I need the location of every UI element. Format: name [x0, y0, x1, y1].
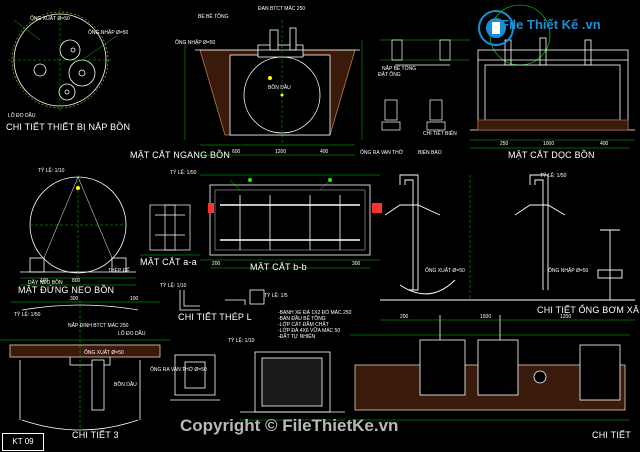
dimension-text: 300 — [70, 296, 79, 302]
note-label: LỖ ĐO DẦU — [8, 113, 36, 119]
dimension-lines — [10, 147, 635, 321]
note-label: DÂY NEO BỒN — [28, 280, 63, 286]
note-label: BIỂN BÁO — [418, 150, 442, 156]
scale-label: TỶ LỆ: 1/10 — [160, 283, 187, 289]
note-label: NẮP ĐINH BTCT MÁC 250 — [68, 323, 129, 329]
note-label: ĐAN BTCT MÁC 250 — [258, 6, 306, 12]
dimension-text: 100 — [40, 278, 49, 284]
dimension-text: 800 — [72, 278, 81, 284]
title-chi-tiet-bien: CHI TIẾT BIÊN — [423, 131, 457, 137]
note-label: BỂ BÊ TÔNG — [198, 14, 229, 20]
small-details-top — [380, 39, 470, 131]
dimension-text: 400 — [320, 149, 329, 155]
title-nap-bon: CHI TIẾT THIẾT BỊ NẮP BỒN — [6, 122, 131, 132]
note-label: BỒN DẦU — [268, 85, 291, 91]
note-label: -ĐẤT TỰ NHIÊN — [278, 334, 316, 340]
dung-neo-section — [20, 175, 136, 280]
note-label: NẮP BÊ TÔNG — [382, 66, 416, 72]
dimension-text: 250 — [500, 141, 509, 147]
note-label: ỐNG XUẤT Ø=50 — [30, 16, 70, 22]
scale-label: TỶ LỆ: 1/50 — [14, 312, 41, 318]
title-cat-bb: MẶT CẮT b-b — [250, 262, 307, 272]
note-label: BỒN DẦU — [114, 382, 137, 388]
dimension-text: 400 — [600, 141, 609, 147]
chi-tiet-3-section — [0, 300, 170, 440]
nap-bon-plan — [8, 8, 119, 112]
cat-bb-section — [200, 174, 382, 261]
note-label: THÉP ĐẾ — [108, 268, 130, 274]
dimension-text: 200 — [212, 261, 221, 267]
ngang-bon-section — [184, 20, 363, 146]
title-dung-neo: MẶT ĐỨNG NEO BỒN — [18, 285, 115, 295]
dimension-text: 1200 — [560, 314, 572, 320]
scale-label: TỶ LỆ: 1/5 — [264, 293, 288, 299]
bottom-right-section — [350, 315, 630, 421]
scale-label: TỶ LỆ: 1/50 — [540, 173, 567, 179]
note-label: LỖ ĐO DẦU — [118, 331, 146, 337]
title-chi-tiet-3: CHI TIẾT 3 — [72, 430, 119, 440]
dimension-text: 1200 — [275, 149, 287, 155]
doc-bon-section — [470, 4, 635, 141]
logo-text: File Thiết Kế .vn — [501, 17, 601, 32]
thep-l-section — [179, 289, 265, 311]
title-chi-tiet-edge: CHI TIẾT — [592, 430, 631, 440]
note-label: -BANH XE ĐÁ 1X2 ĐỔ MÁC 250 — [278, 310, 352, 316]
bottom-center-section — [170, 351, 345, 421]
scale-label: TỶ LỆ: 1/10 — [38, 168, 65, 174]
note-label: ỐNG NHẬP Ø=50 — [548, 268, 589, 274]
note-label: -BÁN ĐẦU BÊ TÔNG — [278, 316, 326, 322]
cat-aa-section — [140, 204, 200, 256]
dimension-text: 600 — [232, 149, 241, 155]
note-label: ỐNG XUẤT Ø=50 — [425, 268, 465, 274]
file-thiet-ke-logo — [478, 10, 514, 46]
title-cat-aa: MẶT CẮT a-a — [140, 257, 197, 267]
note-label: ỐNG NHẬP Ø=50 — [88, 30, 129, 36]
title-thep-l: CHI TIẾT THÉP L — [178, 312, 252, 322]
dimension-text: 100 — [130, 296, 139, 302]
ong-bom-section — [380, 174, 635, 301]
note-label: -LỚP CÁT ĐẦM CHẶT — [278, 322, 329, 328]
note-label: ỐNG XUẤT Ø=50 — [84, 350, 124, 356]
note-label: ỐNG RA VAN THỞ — [360, 150, 403, 156]
note-label: ĐẶT ỐNG — [378, 72, 401, 78]
sheet-code: KT 09 — [2, 433, 44, 451]
title-doc-bon: MẶT CẮT DỌC BỒN — [508, 150, 595, 160]
title-ngang-bon: MẶT CẮT NGANG BỒN — [130, 150, 231, 160]
note-label: ỐNG NHẬP Ø=50 — [175, 40, 216, 46]
scale-label: TỶ LỆ: 1/10 — [228, 338, 255, 344]
dimension-text: 200 — [400, 314, 409, 320]
copyright-watermark: Copyright © FileThietKe.vn — [180, 416, 399, 435]
title-ong-bom: CHI TIẾT ỐNG BƠM XĂNG — [537, 305, 640, 315]
dimension-text: 1000 — [543, 141, 555, 147]
dimension-text: 300 — [352, 261, 361, 267]
scale-label: TỶ LỆ: 1/50 — [170, 170, 197, 176]
dimension-text: 1500 — [480, 314, 492, 320]
note-label: -LỚP ĐÁ 4X6 VỮA MÁC 50 — [278, 328, 341, 334]
note-label: ỐNG RA VAN THỞ Ø=50 — [150, 367, 207, 373]
